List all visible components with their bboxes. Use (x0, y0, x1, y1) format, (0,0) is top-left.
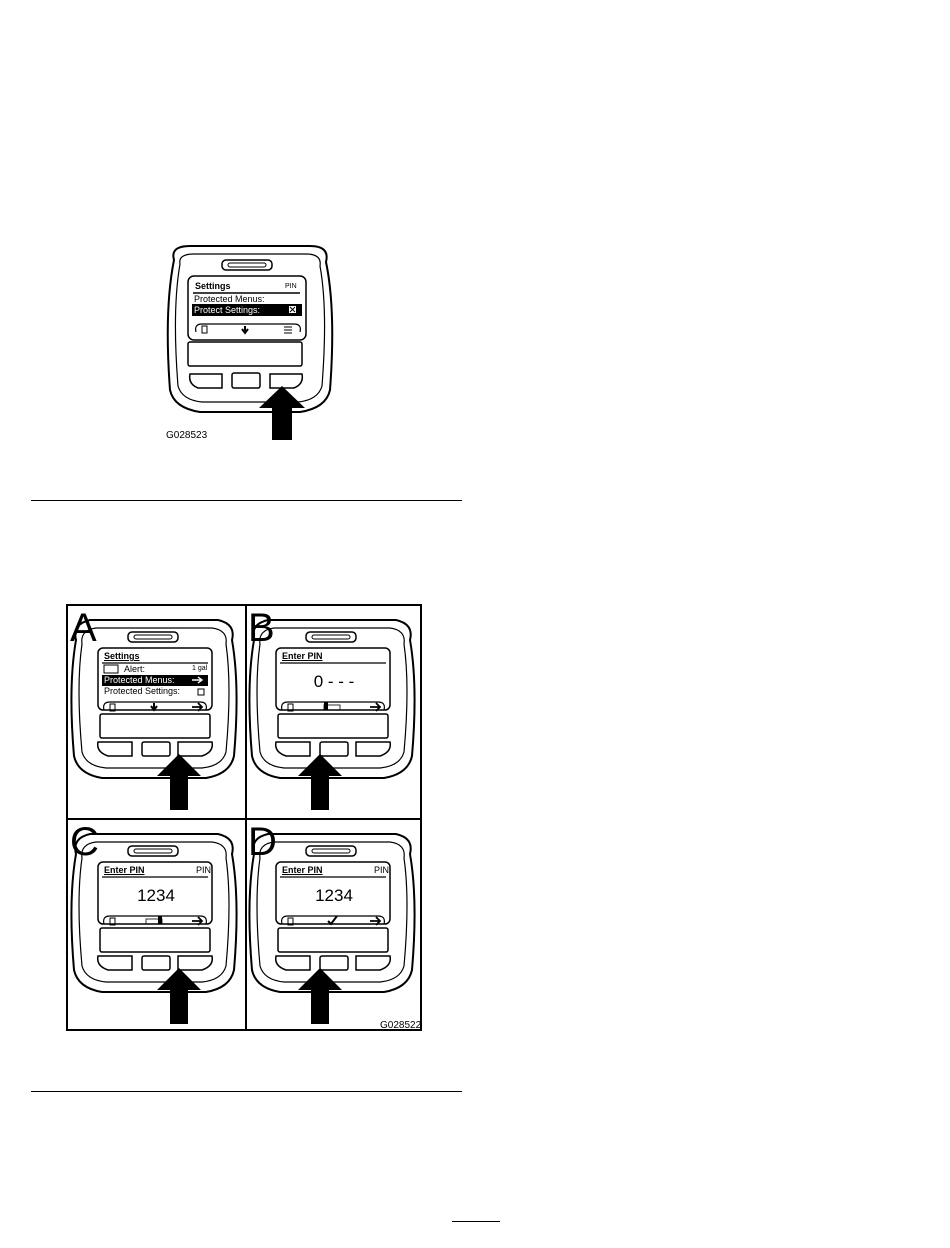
screen-row: Protected Settings: (104, 686, 180, 696)
divider (31, 500, 462, 501)
panel-c: C Enter PIN PIN 1234 (68, 820, 244, 1030)
screen-title: Settings (104, 651, 140, 661)
screen-row-value: 1 gal (192, 665, 207, 672)
screen-tag: PIN (374, 865, 389, 875)
screen-value: 1234 (246, 886, 422, 906)
panel-letter: A (70, 608, 97, 648)
screen-title: Enter PIN (282, 865, 323, 875)
panel-letter: D (248, 822, 277, 862)
divider (31, 1091, 462, 1092)
screen-row: Protected Menus: (194, 294, 265, 304)
screen-tag: PIN (196, 865, 211, 875)
panel-letter: B (248, 608, 275, 648)
figure-2-code: G028522 (380, 1020, 421, 1031)
screen-value: 1234 (68, 886, 244, 906)
screen-row-selected: Protect Settings: (194, 305, 260, 315)
screen-row: Alert: (124, 664, 145, 674)
page-footer-rule (452, 1221, 500, 1222)
screen-title: Enter PIN (282, 651, 323, 661)
screen-title: Enter PIN (104, 865, 145, 875)
screen-tag: PIN (285, 283, 297, 290)
screen-row-selected: Protected Menus: (104, 675, 175, 685)
figure-1-code: G028523 (166, 430, 207, 441)
panel-b: B Enter PIN 0 - - - (246, 606, 422, 816)
panel-d: D Enter PIN PIN 1234 (246, 820, 422, 1030)
panel-letter: C (70, 822, 99, 862)
figure-1: Settings PIN Protected Menus: Protect Se… (160, 240, 350, 450)
display-unit-illustration (160, 240, 350, 450)
screen-title: Settings (195, 281, 231, 291)
screen-value: 0 - - - (246, 672, 422, 692)
